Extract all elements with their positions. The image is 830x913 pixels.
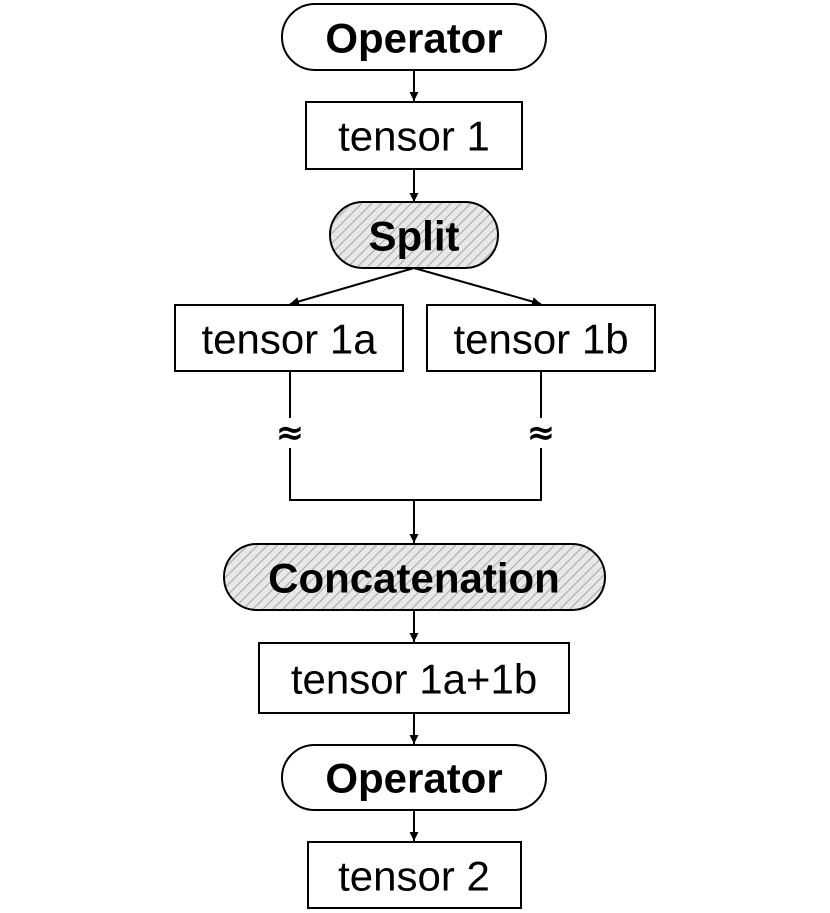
tensor-1-node: tensor 1	[305, 101, 523, 170]
tensor-1a-node: tensor 1a	[174, 304, 404, 372]
edges	[289, 70, 542, 841]
edge-split-to-tensor-1a	[289, 267, 415, 306]
split-node: Split	[329, 201, 499, 269]
edge-tensor-1b-to-join	[414, 371, 542, 501]
break-mark-left: ≈	[276, 413, 305, 453]
tensor-1-label: tensor 1	[338, 113, 490, 160]
break-gap-right	[530, 418, 552, 448]
operator-node-top: Operator	[281, 3, 547, 71]
tensor-1b-node: tensor 1b	[426, 304, 656, 372]
break-gap-left	[279, 418, 301, 448]
tensor-2-label: tensor 2	[338, 853, 490, 900]
operator-node-bottom: Operator	[281, 744, 547, 811]
operator-bottom-label: Operator	[325, 755, 502, 802]
tensor-2-node: tensor 2	[307, 841, 522, 909]
edge-split-to-tensor-1b	[413, 267, 542, 306]
tensor-1a-1b-label: tensor 1a+1b	[291, 656, 537, 703]
break-mark-right: ≈	[527, 413, 556, 453]
tensor-1a-label: tensor 1a	[201, 316, 377, 363]
operator-top-label: Operator	[325, 15, 502, 62]
concatenation-label: Concatenation	[268, 555, 560, 602]
tensor-1a-1b-node: tensor 1a+1b	[258, 642, 570, 714]
tensor-1b-label: tensor 1b	[453, 316, 628, 363]
concatenation-node: Concatenation	[223, 543, 606, 611]
split-label: Split	[369, 213, 460, 260]
edge-tensor-1a-to-join	[289, 371, 414, 501]
